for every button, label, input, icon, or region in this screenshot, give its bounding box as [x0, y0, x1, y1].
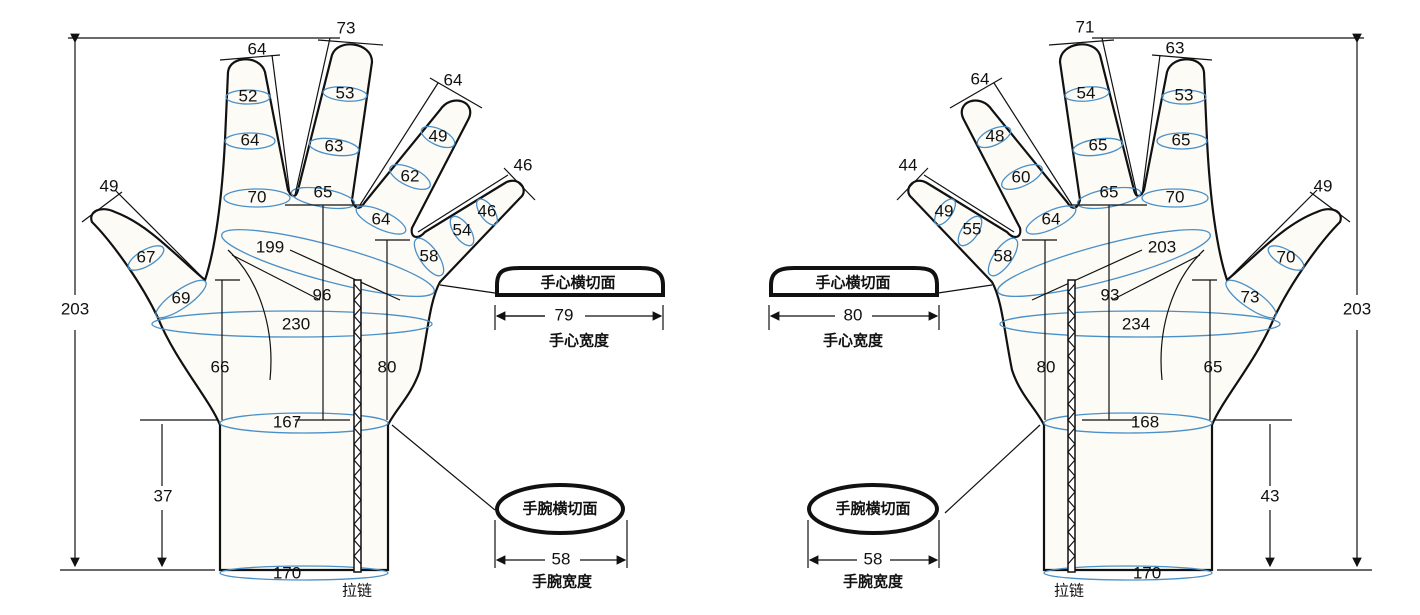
measure-label: 65 [1089, 135, 1108, 154]
measure-label: 80 [1037, 357, 1056, 376]
measure-label: 49 [429, 126, 448, 145]
measure-label: 66 [211, 357, 230, 376]
measure-label: 170 [273, 563, 301, 582]
measure-label: 49 [1314, 176, 1333, 195]
measure-label: 53 [1175, 85, 1194, 104]
measure-label: 70 [1166, 187, 1185, 206]
palm-width-caption: 手心宽度 [823, 332, 884, 350]
palm-width-value: 80 [844, 305, 863, 324]
left-glove-measurements: 64 73 64 46 49 52 64 53 63 49 62 70 65 6… [61, 18, 533, 582]
wrist-section-title: 手腕横切面 [835, 500, 910, 518]
measure-label: 63 [1166, 38, 1185, 57]
measure-label: 63 [325, 136, 344, 155]
measure-label: 64 [444, 70, 463, 89]
left-palm-cross-section: 手心横切面 79 手心宽度 [439, 266, 663, 350]
measure-label: 65 [1204, 357, 1223, 376]
left-zipper-label: 拉链 [342, 582, 372, 600]
wrist-section-title: 手腕横切面 [522, 500, 597, 518]
measure-label: 230 [282, 314, 310, 333]
measure-label: 203 [1148, 237, 1176, 256]
measure-label: 167 [273, 412, 301, 431]
measure-label: 55 [963, 219, 982, 238]
measure-label: 46 [478, 201, 497, 220]
measure-label: 67 [137, 247, 156, 266]
measure-label: 65 [1172, 130, 1191, 149]
measure-label: 54 [1077, 83, 1096, 102]
right-glove-outline [897, 38, 1372, 580]
measure-label: 64 [372, 209, 391, 228]
right-zipper-label: 拉链 [1054, 582, 1084, 600]
measure-label: 96 [313, 285, 332, 304]
palm-width-value: 79 [555, 305, 574, 324]
wrist-width-caption: 手腕宽度 [843, 573, 904, 591]
right-glove-measurements: 71 63 64 44 49 54 53 48 65 65 60 65 70 6… [899, 17, 1372, 582]
measure-label: 70 [248, 187, 267, 206]
measure-label: 80 [378, 357, 397, 376]
wrist-width-value: 58 [864, 549, 883, 568]
measure-label: 58 [994, 246, 1013, 265]
measure-label: 170 [1133, 563, 1161, 582]
measure-label: 168 [1131, 412, 1159, 431]
measure-label: 65 [314, 182, 333, 201]
measure-label: 69 [172, 288, 191, 307]
measure-label: 54 [453, 220, 472, 239]
measure-label: 64 [248, 39, 267, 58]
left-glove-zipper [353, 279, 362, 573]
measure-label: 71 [1076, 17, 1095, 36]
measure-label: 43 [1261, 486, 1280, 505]
wrist-width-caption: 手腕宽度 [532, 573, 593, 591]
palm-section-title: 手心横切面 [815, 274, 890, 292]
left-glove-outline [60, 38, 535, 580]
palm-section-title: 手心横切面 [540, 274, 615, 292]
right-palm-cross-section: 手心横切面 80 手心宽度 [768, 266, 993, 350]
measure-label: 234 [1122, 314, 1150, 333]
measure-label: 48 [986, 126, 1005, 145]
measure-label: 93 [1101, 285, 1120, 304]
left-wrist-cross-section: 手腕横切面 58 手腕宽度 [391, 424, 628, 591]
measure-label: 70 [1277, 247, 1296, 266]
measure-label: 199 [256, 237, 284, 256]
measure-label: 49 [100, 176, 119, 195]
measure-label: 58 [420, 246, 439, 265]
right-wrist-cross-section: 手腕横切面 58 手腕宽度 [807, 424, 1041, 591]
measure-label: 49 [935, 201, 954, 220]
measure-label: 60 [1012, 167, 1031, 186]
measure-label: 44 [899, 155, 918, 174]
measure-label: 37 [154, 486, 173, 505]
measure-label: 64 [241, 130, 260, 149]
measure-label: 73 [337, 18, 356, 37]
measure-label: 203 [1343, 299, 1371, 318]
wrist-width-value: 58 [552, 549, 571, 568]
measure-label: 203 [61, 299, 89, 318]
measure-label: 46 [514, 155, 533, 174]
measure-label: 53 [336, 83, 355, 102]
left-glove: 拉链 64 73 64 46 49 52 64 53 63 49 62 70 6… [60, 18, 663, 600]
right-glove: 拉链 71 63 64 44 49 54 53 48 65 65 60 65 7… [768, 17, 1372, 600]
palm-width-caption: 手心宽度 [549, 332, 610, 350]
measure-label: 64 [971, 69, 990, 88]
measure-label: 64 [1042, 209, 1061, 228]
measure-label: 52 [239, 86, 258, 105]
measure-label: 62 [401, 166, 420, 185]
measure-label: 73 [1241, 287, 1260, 306]
right-glove-zipper [1067, 279, 1076, 573]
measure-label: 65 [1100, 182, 1119, 201]
